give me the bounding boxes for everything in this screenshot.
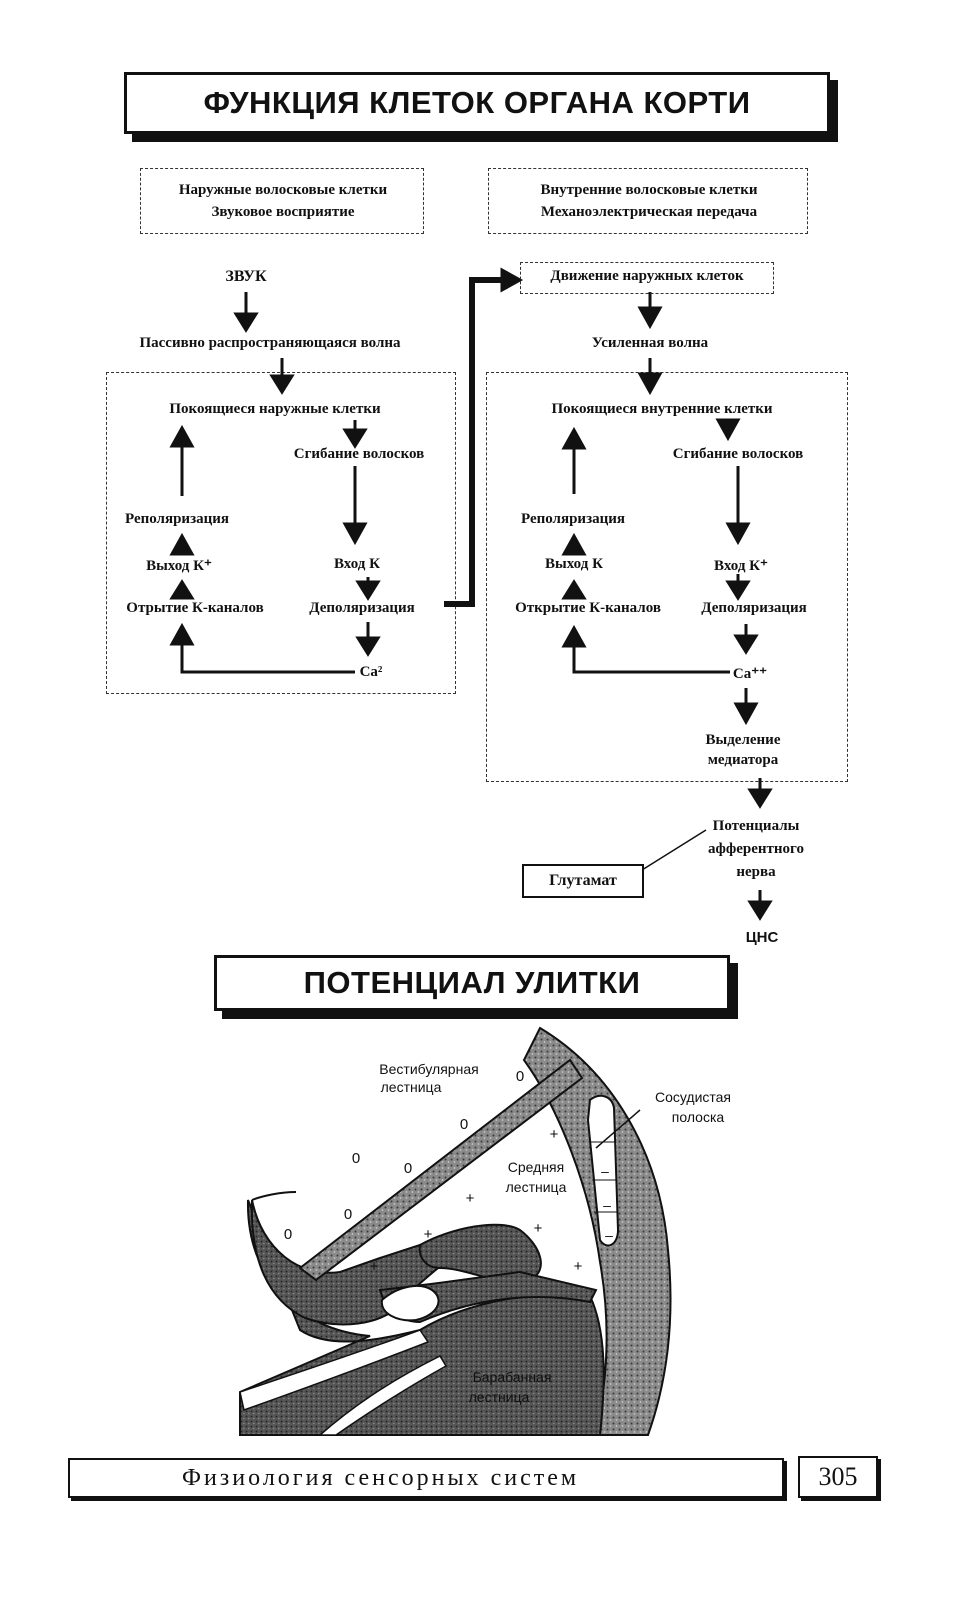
glutamate-box: Глутамат — [522, 864, 644, 898]
zero-mark: 0 — [459, 1116, 469, 1133]
label-stria-line1: Сосудистая — [654, 1089, 732, 1105]
label-potentials-line3: нерва — [736, 864, 776, 880]
title-cochlear-potential: ПОТЕНЦИАЛ УЛИТКИ — [214, 955, 730, 1011]
label-amplified-wave: Усиленная волна — [591, 335, 709, 351]
zero-mark: 0 — [403, 1160, 413, 1177]
label-repolarization-right: Реполяризация — [520, 511, 625, 527]
inner-cell-cycle-box — [486, 372, 848, 782]
label-tympani-line1: Барабанная — [472, 1369, 552, 1385]
minus-mark: – — [605, 1227, 613, 1243]
footer-title-box: Физиология сенсорных систем — [68, 1458, 784, 1498]
label-k-exit-left: Выход К⁺ — [146, 558, 212, 574]
arrow-channels-to-exit — [169, 579, 195, 600]
title-organ-corti-text: ФУНКЦИЯ КЛЕТОК ОРГАНА КОРТИ — [203, 85, 751, 120]
minus-mark: – — [601, 1163, 609, 1179]
label-release-line2: медиатора — [707, 752, 779, 768]
label-vestibular-line2: лестница — [380, 1079, 442, 1095]
label-resting-inner: Покоящиеся внутренние клетки — [551, 401, 773, 417]
label-potentials-line1: Потенциалы — [712, 818, 800, 834]
zero-mark: 0 — [515, 1068, 525, 1085]
label-bending-left: Сгибание волосков — [293, 446, 425, 462]
plus-mark: + — [549, 1126, 559, 1143]
label-tympani-line2: лестница — [468, 1389, 530, 1405]
movement-box — [520, 262, 774, 294]
plus-mark: + — [533, 1220, 543, 1237]
label-sound: ЗВУК — [225, 268, 267, 285]
arrow-ca-to-channels — [180, 640, 355, 674]
label-potentials-line2: афферентного — [707, 841, 804, 857]
title-cochlear-potential-text: ПОТЕНЦИАЛ УЛИТКИ — [303, 965, 641, 1000]
minus-mark: – — [603, 1197, 611, 1213]
label-depolarization-left: Деполяризация — [309, 600, 415, 616]
plus-mark: + — [369, 1258, 379, 1275]
label-media-line2: лестница — [505, 1179, 567, 1195]
title-organ-corti: ФУНКЦИЯ КЛЕТОК ОРГАНА КОРТИ — [124, 72, 830, 134]
plus-mark: + — [465, 1190, 475, 1207]
outer-cells-header-line2: Звуковое восприятие — [211, 204, 355, 220]
label-k-channels-right: Открытие К-каналов — [515, 600, 661, 616]
label-passive-wave: Пассивно распространяющаяся волна — [139, 335, 401, 351]
reissner-membrane — [298, 1058, 584, 1282]
label-calcium-right: Ca⁺⁺ — [732, 666, 768, 682]
label-cns: ЦНС — [745, 929, 779, 946]
zero-mark: 0 — [351, 1150, 361, 1167]
page-number-box: 305 — [798, 1456, 878, 1498]
inner-cells-header-line1: Внутренние волосковые клетки — [540, 182, 758, 198]
label-movement: Движение наружных клеток — [550, 268, 744, 284]
outer-cells-header-box — [140, 168, 424, 234]
label-media-line1: Средняя — [507, 1159, 565, 1175]
glutamate-label: Глутамат — [549, 872, 617, 889]
arrow-exit-to-repol-right — [561, 532, 587, 556]
zero-mark: 0 — [283, 1226, 293, 1243]
zero-mark: 0 — [343, 1206, 353, 1223]
glutamate-pointer — [641, 829, 707, 871]
inner-cells-header-box — [488, 168, 808, 234]
stria-vascularis — [586, 1094, 620, 1247]
osseous-spiral-lamina — [239, 1329, 430, 1411]
page-number: 305 — [818, 1462, 858, 1491]
arrow-channels-to-exit-right — [561, 579, 587, 600]
tunnel-of-corti — [380, 1284, 440, 1322]
label-stria-line2: полоска — [671, 1109, 725, 1125]
label-k-exit-right: Выход К — [545, 556, 603, 572]
arrow-exit-to-repol — [169, 532, 195, 556]
label-depolarization-right: Деполяризация — [701, 600, 807, 616]
label-k-entry-right: Вход К⁺ — [714, 558, 768, 574]
label-k-entry-left: Вход К — [333, 556, 381, 572]
inner-cells-header-line2: Механоэлектрическая передача — [540, 204, 758, 220]
label-release-line1: Выделение — [705, 732, 781, 748]
label-bending-right: Сгибание волосков — [672, 446, 804, 462]
label-calcium-left: Ca² — [359, 664, 383, 680]
outer-cells-header-line1: Наружные волосковые клетки — [178, 182, 388, 198]
arrow-resting-to-bending-right — [715, 418, 741, 442]
label-k-channels-left: Отрытие К-каналов — [126, 600, 264, 616]
label-resting-outer: Покоящиеся наружные клетки — [169, 401, 381, 417]
cochlear-outer-wall — [522, 1026, 672, 1436]
arrow-depol-to-movement — [444, 277, 506, 607]
stria-pointer — [595, 1109, 641, 1149]
footer-title: Физиология сенсорных систем — [182, 1465, 580, 1491]
plus-mark: + — [423, 1226, 433, 1243]
plus-mark: + — [573, 1258, 583, 1275]
arrow-ca-to-channels-right — [572, 642, 730, 674]
label-vestibular-line1: Вестибулярная — [379, 1061, 479, 1077]
label-repolarization-left: Реполяризация — [124, 511, 229, 527]
